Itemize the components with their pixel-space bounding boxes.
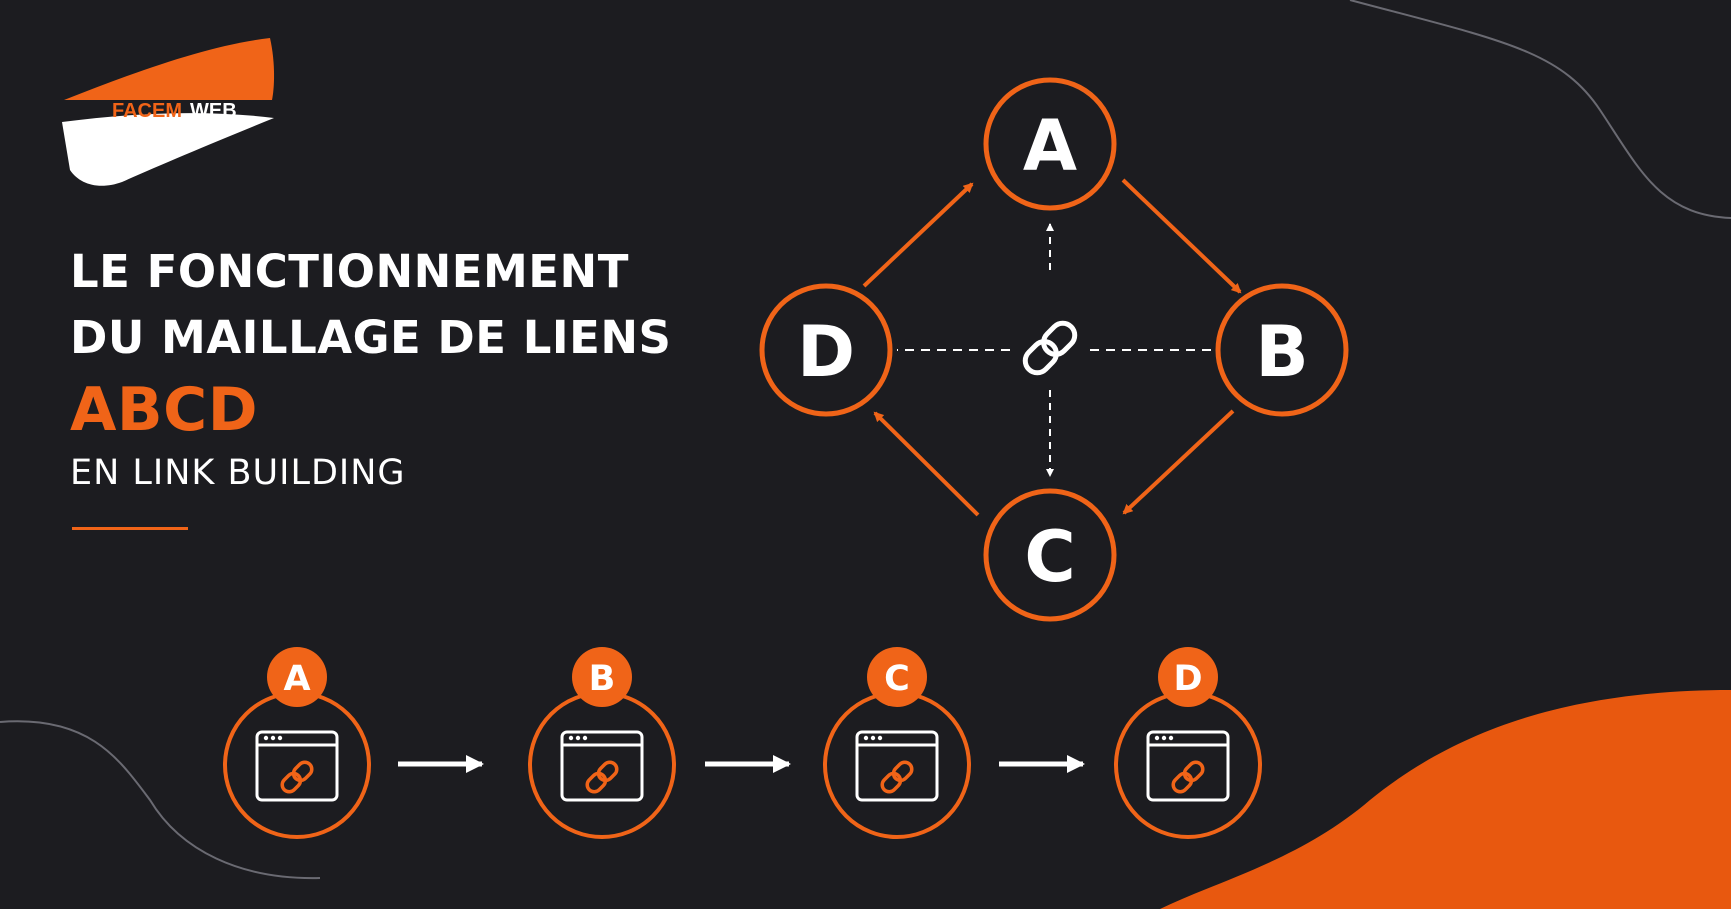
sequence-step-c-label: C xyxy=(884,659,910,699)
logo-text-web: WEB xyxy=(190,100,237,122)
title-underline xyxy=(72,527,188,530)
title-line-subtitle: EN LINK BUILDING xyxy=(70,453,406,493)
title-line-abcd: ABCD xyxy=(70,375,259,445)
node-b: B xyxy=(1215,283,1349,417)
logo-text-facem: FACEM xyxy=(112,100,182,122)
sequence-step-c: C xyxy=(823,647,971,839)
node-d-label: D xyxy=(797,311,855,393)
browser-link-icon xyxy=(855,730,939,802)
node-b-label: B xyxy=(1255,311,1308,393)
orange-blob-bottom-right xyxy=(1160,690,1731,909)
decorative-curve-bottom-left xyxy=(0,720,321,880)
sequence-step-d-label: D xyxy=(1173,659,1202,699)
node-a: A xyxy=(983,77,1117,211)
facem-web-logo: FACEM WEB xyxy=(62,38,275,186)
title-line-1: LE FONCTIONNEMENT xyxy=(70,245,629,298)
title-line-2: DU MAILLAGE DE LIENS xyxy=(70,311,672,364)
link-sequence: A B xyxy=(223,647,1262,839)
node-d: D xyxy=(759,283,893,417)
arrow-b-to-c xyxy=(1122,409,1235,515)
browser-link-icon xyxy=(255,730,339,802)
arrow-a-to-b xyxy=(1121,178,1242,294)
node-a-label: A xyxy=(1023,105,1077,187)
browser-link-icon xyxy=(560,730,644,802)
arrow-d-to-a xyxy=(862,182,974,288)
sequence-step-d: D xyxy=(1114,647,1262,839)
sequence-step-a-label: A xyxy=(283,659,310,699)
arrow-c-to-d xyxy=(873,411,980,517)
decorative-curve-top-right xyxy=(1349,0,1731,219)
sequence-step-b-label: B xyxy=(589,659,616,699)
sequence-step-a: A xyxy=(223,647,371,839)
chain-link-icon xyxy=(1022,320,1078,376)
browser-link-icon xyxy=(1146,730,1230,802)
abcd-cycle-diagram: A B C D xyxy=(759,77,1349,622)
sequence-step-b: B xyxy=(528,647,676,839)
node-c-label: C xyxy=(1024,516,1075,598)
node-c: C xyxy=(983,488,1117,622)
